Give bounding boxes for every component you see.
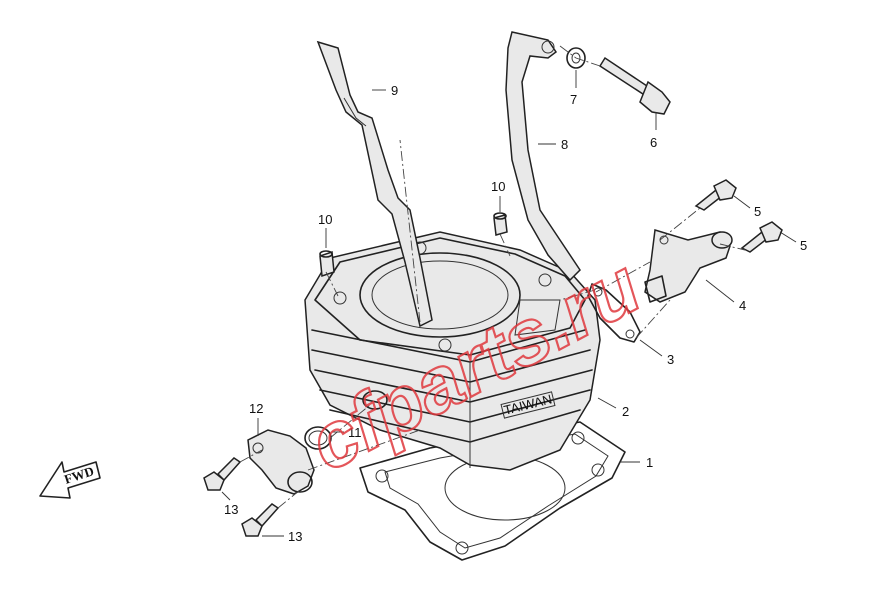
chain-guide-front-part-9 — [316, 40, 433, 328]
callout-3: 3 — [667, 352, 674, 367]
o-ring-part-11 — [304, 426, 332, 450]
callout-9: 9 — [391, 83, 398, 98]
callout-4: 4 — [739, 298, 746, 313]
callout-11: 11 — [348, 425, 362, 440]
fwd-label: FWD — [62, 463, 95, 487]
bolt-part-13-upper — [203, 457, 242, 491]
callout-2: 2 — [622, 404, 629, 419]
dowel-pin-part-10-left — [319, 250, 335, 278]
callout-7: 7 — [570, 92, 577, 107]
water-outlet-part-12 — [247, 429, 315, 495]
callout-12: 12 — [249, 401, 263, 416]
callout-1: 1 — [646, 455, 653, 470]
chain-tensioner-part-4 — [644, 229, 733, 303]
bolt-part-6 — [598, 56, 671, 115]
dowel-pin-part-10-right — [493, 212, 508, 236]
fwd-arrow-icon: FWD — [39, 461, 101, 499]
tensioner-gasket-part-3 — [587, 283, 641, 343]
bolt-part-5-upper — [694, 179, 737, 211]
callout-5-lower: 5 — [800, 238, 807, 253]
leader-lines — [221, 70, 797, 537]
callout-13-lower: 13 — [288, 529, 302, 544]
chain-guide-rear-part-8 — [505, 31, 581, 282]
callout-5-upper: 5 — [754, 204, 761, 219]
callout-10-left: 10 — [318, 212, 332, 227]
callout-labels: 1 2 3 4 5 5 6 7 8 9 10 10 11 12 13 13 — [224, 83, 807, 544]
bolt-part-5-lower — [740, 221, 783, 253]
callout-13-upper: 13 — [224, 502, 238, 517]
assembly-lines — [239, 45, 746, 509]
callout-10-right: 10 — [491, 179, 505, 194]
bolt-part-13-lower — [241, 503, 280, 537]
washer-part-7 — [566, 47, 586, 69]
callout-8: 8 — [561, 137, 568, 152]
callout-6: 6 — [650, 135, 657, 150]
